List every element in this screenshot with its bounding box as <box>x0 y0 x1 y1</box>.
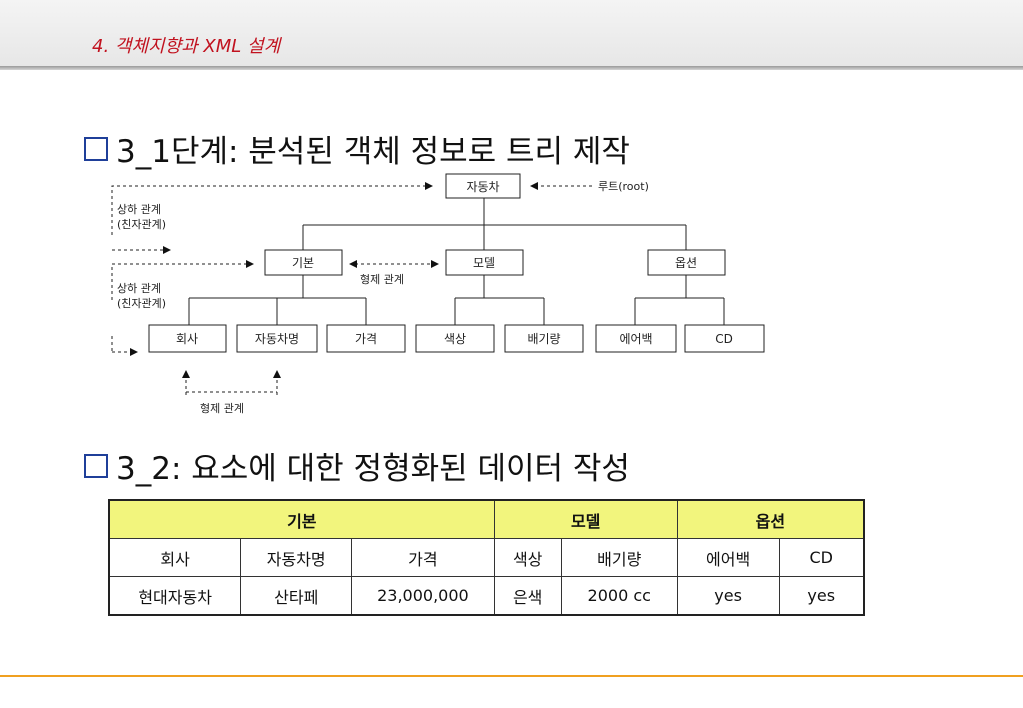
node-basic: 기본 <box>292 256 314 270</box>
node-cd-box <box>684 324 765 353</box>
root-note: 루트(root) <box>598 180 649 193</box>
node-price-box <box>326 324 406 353</box>
slide-header-title: 4. 객체지향과 XML 설계 <box>92 36 281 57</box>
rel-parent-child-1-line2: (친자관계) <box>117 218 166 231</box>
node-color-box <box>415 324 495 353</box>
node-option-box <box>647 249 726 276</box>
header-cell: 자동차명 <box>240 538 353 577</box>
data-cell: yes <box>778 576 865 616</box>
header-cell: 색상 <box>493 538 562 577</box>
node-model-box <box>445 249 524 276</box>
data-cell: 은색 <box>493 576 562 616</box>
group-basic: 기본 <box>108 499 495 539</box>
data-cell: yes <box>676 576 780 616</box>
rel-parent-child-2-line1: 상하 관계 <box>117 281 161 295</box>
node-color: 색상 <box>444 332 466 346</box>
data-cell: 현대자동차 <box>108 576 242 616</box>
node-root-box <box>445 173 521 199</box>
node-root: 자동차 <box>466 180 499 194</box>
header-cell: 에어백 <box>676 538 780 577</box>
node-model: 모델 <box>473 256 495 270</box>
node-option: 옵션 <box>675 256 697 270</box>
heading-step1: 3_1단계: 분석된 객체 정보로 트리 제작 <box>84 126 630 171</box>
node-carname-box <box>236 324 318 353</box>
node-cd: CD <box>715 332 733 346</box>
rel-sibling-1: 형제 관계 <box>360 273 404 286</box>
table-row: 현대자동차 산타페 23,000,000 은색 2000 cc yes yes <box>108 576 865 616</box>
node-displacement-box <box>504 324 584 353</box>
group-model: 모델 <box>493 499 678 539</box>
footer-divider <box>0 675 1023 677</box>
data-table: 기본 모델 옵션 회사 자동차명 가격 색상 배기량 에어백 CD 현대자동차 … <box>108 499 865 616</box>
header-cell: CD <box>778 538 865 577</box>
heading-step1-text: 3_1단계: 분석된 객체 정보로 트리 제작 <box>116 134 630 170</box>
checkbox-bullet-icon <box>84 136 108 161</box>
node-airbag-box <box>595 324 677 353</box>
heading-step2: 3_2: 요소에 대한 정형화된 데이터 작성 <box>84 443 630 488</box>
rel-parent-child-2-line2: (친자관계) <box>117 297 166 310</box>
node-carname: 자동차명 <box>255 332 299 346</box>
node-company-box <box>148 324 227 353</box>
tree-connectors <box>188 198 725 325</box>
rel-parent-child-1-line1: 상하 관계 <box>117 202 161 216</box>
header-cell: 회사 <box>108 538 242 577</box>
arrow-to-root <box>111 182 433 235</box>
group-option: 옵션 <box>676 499 865 539</box>
table-header-row: 회사 자동차명 가격 색상 배기량 에어백 CD <box>108 538 865 577</box>
header-band <box>0 0 1023 66</box>
data-cell: 산타페 <box>240 576 353 616</box>
arrow-to-basic <box>111 260 254 300</box>
rel-sibling-2: 형제 관계 <box>200 402 244 415</box>
data-cell: 23,000,000 <box>351 576 495 616</box>
node-basic-box <box>264 249 343 276</box>
header-cell: 배기량 <box>560 538 678 577</box>
node-displacement: 배기량 <box>527 332 560 346</box>
header-divider <box>0 66 1023 70</box>
data-cell: 2000 cc <box>560 576 678 616</box>
node-price: 가격 <box>355 332 377 346</box>
heading-step2-text: 3_2: 요소에 대한 정형화된 데이터 작성 <box>116 451 630 487</box>
node-company: 회사 <box>176 332 198 346</box>
checkbox-bullet-icon <box>84 453 108 478</box>
header-cell: 가격 <box>351 538 495 577</box>
table-group-row: 기본 모델 옵션 <box>108 499 865 539</box>
node-airbag: 에어백 <box>619 332 652 346</box>
